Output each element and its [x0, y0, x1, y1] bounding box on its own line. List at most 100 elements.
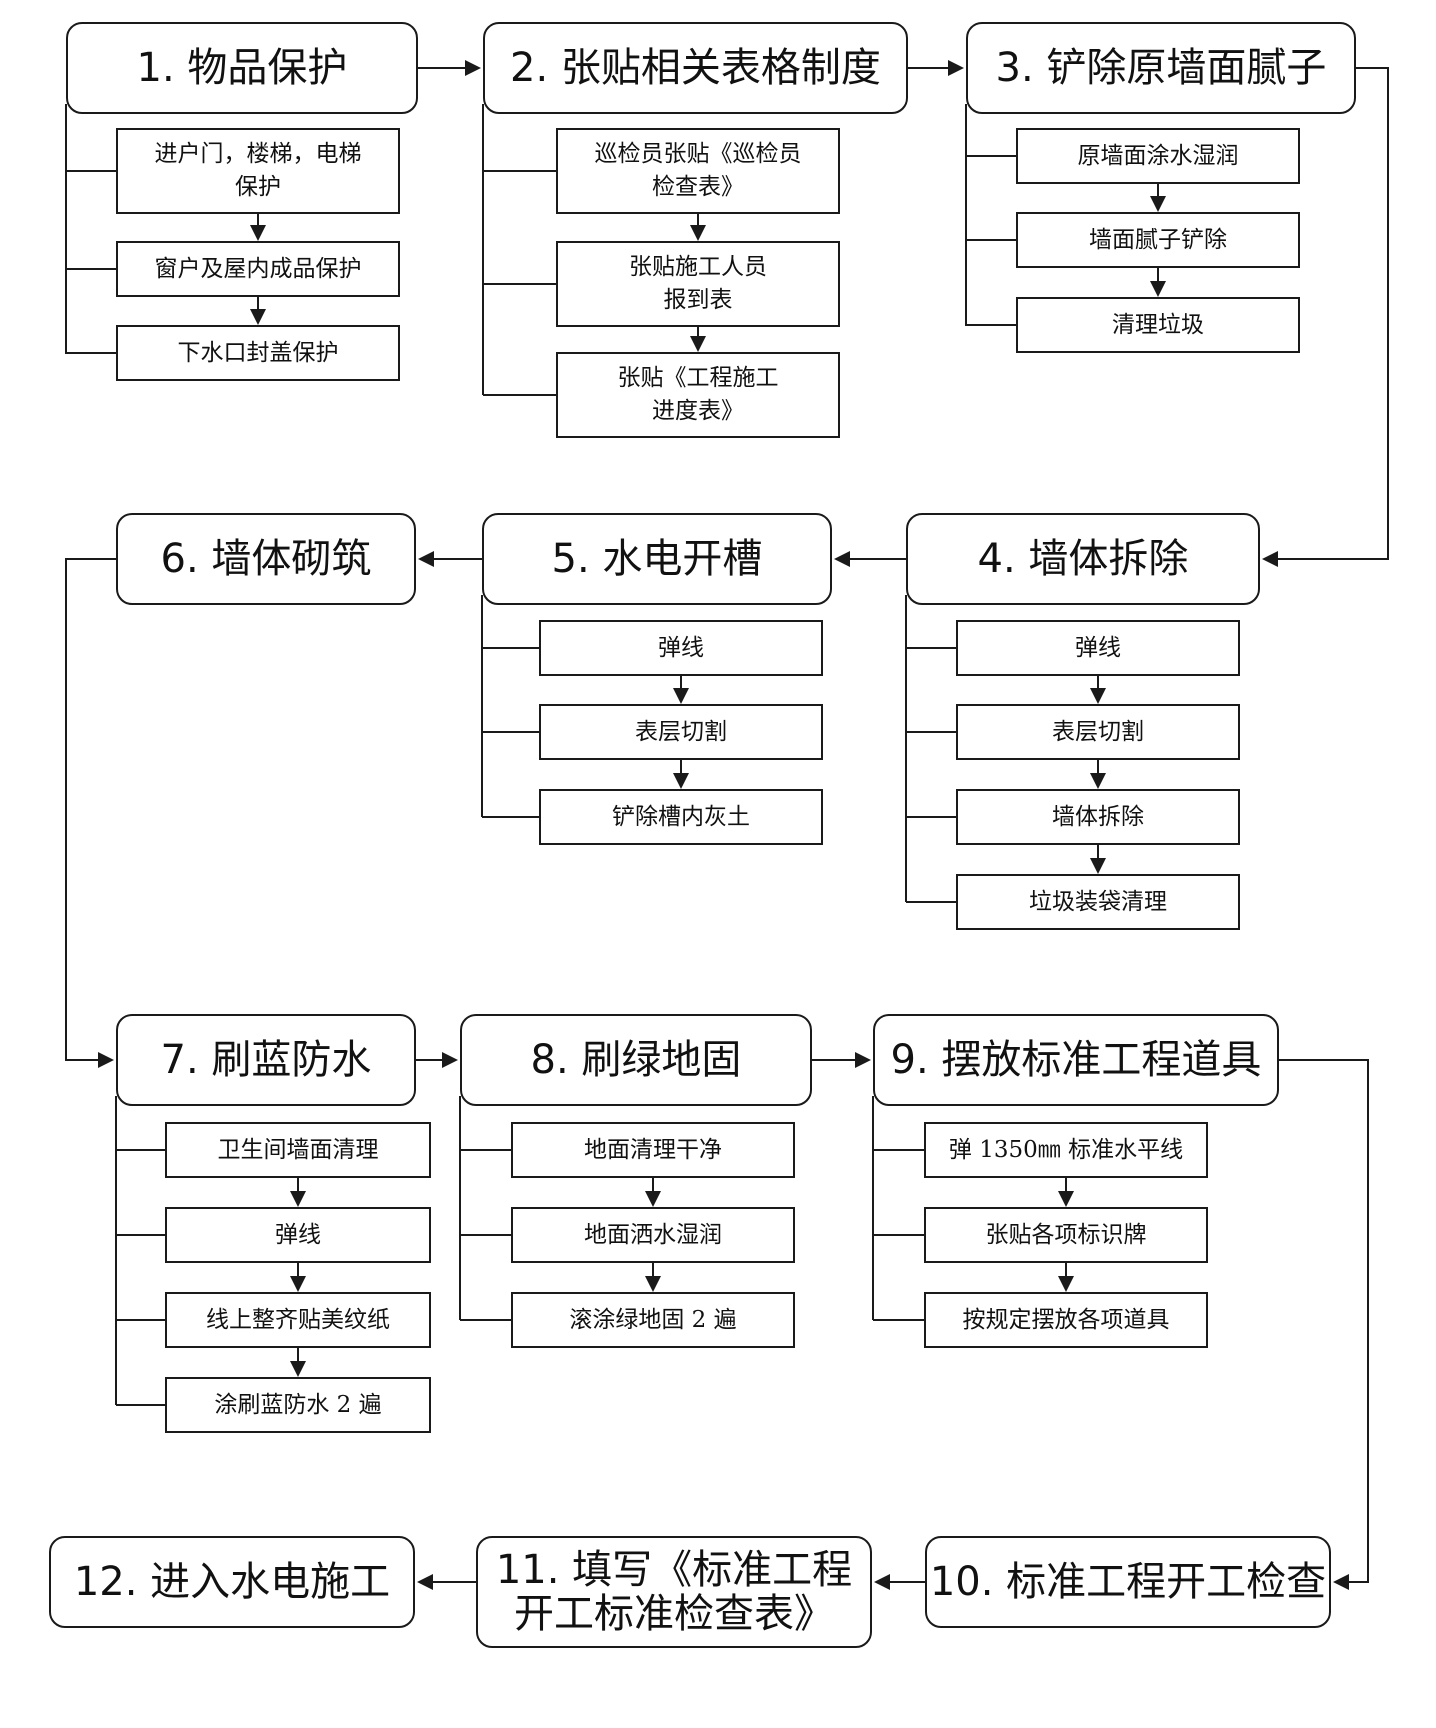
step-2-substep-arrowhead — [690, 225, 706, 241]
step-4-substep-label: 弹线 — [1075, 634, 1121, 661]
step-3-substep-label: 清理垃圾 — [1112, 311, 1204, 338]
step-4-substep-box: 垃圾装袋清理 — [956, 874, 1240, 930]
step-3-substep-label: 原墙面涂水湿润 — [1077, 142, 1239, 169]
step-7-substep-arrowhead — [290, 1191, 306, 1207]
step-2-substep-label: 张贴《工程施工 进度表》 — [617, 365, 779, 424]
step-4-box: 4. 墙体拆除 — [906, 513, 1260, 605]
step-8-substep-arrowhead — [645, 1276, 661, 1292]
step-11-box: 11. 填写《标准工程 开工标准检查表》 — [476, 1536, 872, 1648]
step-1-substep-box: 进户门，楼梯，电梯 保护 — [116, 128, 400, 214]
step-1-substep-label: 窗户及屋内成品保护 — [154, 255, 362, 282]
step-5-title: 5. 水电开槽 — [551, 536, 763, 582]
step-5-substep-label: 弹线 — [658, 634, 704, 661]
step-4-substep-label: 垃圾装袋清理 — [1029, 888, 1167, 915]
step-9-substep-box: 弹 1350㎜ 标准水平线 — [924, 1122, 1208, 1178]
step-8-title: 8. 刷绿地固 — [530, 1037, 742, 1083]
step-1-substep-box: 下水口封盖保护 — [116, 325, 400, 381]
step-3-substep-box: 清理垃圾 — [1016, 297, 1300, 353]
flow-arrowhead-10-11 — [874, 1574, 890, 1590]
flow-arrowhead-3-4 — [1262, 551, 1278, 567]
step-4-substep-box: 弹线 — [956, 620, 1240, 676]
step-3-substep-box: 原墙面涂水湿润 — [1016, 128, 1300, 184]
step-12-title: 12. 进入水电施工 — [73, 1559, 391, 1605]
step-5-substep-box: 铲除槽内灰土 — [539, 789, 823, 845]
step-5-substep-box: 表层切割 — [539, 704, 823, 760]
step-3-substep-box: 墙面腻子铲除 — [1016, 212, 1300, 268]
flow-arrowhead-5-6 — [418, 551, 434, 567]
step-9-substep-box: 按规定摆放各项道具 — [924, 1292, 1208, 1348]
step-8-substep-box: 地面洒水湿润 — [511, 1207, 795, 1263]
step-1-box: 1. 物品保护 — [66, 22, 418, 114]
step-1-substep-arrowhead — [250, 309, 266, 325]
step-9-substep-label: 弹 1350㎜ 标准水平线 — [948, 1136, 1184, 1163]
step-4-title: 4. 墙体拆除 — [977, 536, 1189, 582]
flow-arrowhead-9-10 — [1333, 1574, 1349, 1590]
flow-arrowhead-6-7 — [98, 1052, 114, 1068]
step-7-title: 7. 刷蓝防水 — [160, 1037, 372, 1083]
step-7-substep-label: 线上整齐贴美纹纸 — [206, 1306, 390, 1333]
step-4-substep-label: 墙体拆除 — [1052, 803, 1144, 830]
step-6-box: 6. 墙体砌筑 — [116, 513, 416, 605]
step-7-substep-box: 线上整齐贴美纹纸 — [165, 1292, 431, 1348]
step-7-substep-label: 卫生间墙面清理 — [217, 1136, 379, 1163]
step-8-substep-label: 地面洒水湿润 — [584, 1221, 722, 1248]
step-2-substep-box: 张贴《工程施工 进度表》 — [556, 352, 840, 438]
step-3-substep-label: 墙面腻子铲除 — [1089, 226, 1227, 253]
flow-arrowhead-8-9 — [855, 1052, 871, 1068]
step-10-title: 10. 标准工程开工检查 — [929, 1559, 1327, 1605]
step-5-substep-box: 弹线 — [539, 620, 823, 676]
step-3-title: 3. 铲除原墙面腻子 — [995, 45, 1327, 91]
step-8-substep-box: 地面清理干净 — [511, 1122, 795, 1178]
step-5-substep-arrowhead — [673, 688, 689, 704]
step-1-title: 1. 物品保护 — [136, 45, 348, 91]
step-7-substep-box: 卫生间墙面清理 — [165, 1122, 431, 1178]
step-7-substep-box: 弹线 — [165, 1207, 431, 1263]
step-4-substep-arrowhead — [1090, 773, 1106, 789]
step-2-substep-arrowhead — [690, 336, 706, 352]
flow-arrowhead-4-5 — [834, 551, 850, 567]
flow-arrowhead-7-8 — [442, 1052, 458, 1068]
step-8-substep-arrowhead — [645, 1191, 661, 1207]
flow-arrowhead-1-2 — [465, 60, 481, 76]
step-10-box: 10. 标准工程开工检查 — [925, 1536, 1331, 1628]
step-2-substep-box: 张贴施工人员 报到表 — [556, 241, 840, 327]
step-2-substep-label: 巡检员张贴《巡检员 检查表》 — [594, 141, 802, 200]
step-4-substep-label: 表层切割 — [1052, 718, 1144, 745]
step-9-substep-label: 张贴各项标识牌 — [985, 1221, 1147, 1248]
flow-arrowhead-2-3 — [948, 60, 964, 76]
step-2-substep-box: 巡检员张贴《巡检员 检查表》 — [556, 128, 840, 214]
step-7-substep-label: 弹线 — [275, 1221, 321, 1248]
step-9-substep-box: 张贴各项标识牌 — [924, 1207, 1208, 1263]
step-5-box: 5. 水电开槽 — [482, 513, 832, 605]
step-9-box: 9. 摆放标准工程道具 — [873, 1014, 1279, 1106]
step-7-substep-box: 涂刷蓝防水 2 遍 — [165, 1377, 431, 1433]
step-1-substep-arrowhead — [250, 225, 266, 241]
step-9-title: 9. 摆放标准工程道具 — [890, 1037, 1262, 1083]
step-9-substep-arrowhead — [1058, 1191, 1074, 1207]
step-1-substep-label: 进户门，楼梯，电梯 保护 — [154, 141, 362, 200]
step-6-title: 6. 墙体砌筑 — [160, 536, 372, 582]
step-5-substep-label: 表层切割 — [635, 718, 727, 745]
step-8-substep-label: 地面清理干净 — [584, 1136, 722, 1163]
step-7-substep-arrowhead — [290, 1276, 306, 1292]
step-4-substep-box: 墙体拆除 — [956, 789, 1240, 845]
step-4-substep-box: 表层切割 — [956, 704, 1240, 760]
step-2-substep-label: 张贴施工人员 报到表 — [629, 254, 767, 313]
flow-arrow-9-10 — [1279, 1059, 1369, 1583]
step-7-box: 7. 刷蓝防水 — [116, 1014, 416, 1106]
step-9-substep-label: 按规定摆放各项道具 — [962, 1306, 1170, 1333]
flow-arrowhead-11-12 — [417, 1574, 433, 1590]
step-11-title: 11. 填写《标准工程 开工标准检查表》 — [495, 1547, 853, 1637]
step-8-box: 8. 刷绿地固 — [460, 1014, 812, 1106]
step-3-substep-arrowhead — [1150, 196, 1166, 212]
step-4-substep-arrowhead — [1090, 688, 1106, 704]
step-9-substep-arrowhead — [1058, 1276, 1074, 1292]
step-3-box: 3. 铲除原墙面腻子 — [966, 22, 1356, 114]
step-1-substep-label: 下水口封盖保护 — [177, 339, 339, 366]
step-8-substep-label: 滚涂绿地固 2 遍 — [569, 1306, 737, 1333]
flow-arrow-6-7 — [65, 558, 116, 1061]
step-3-substep-arrowhead — [1150, 281, 1166, 297]
step-7-substep-label: 涂刷蓝防水 2 遍 — [214, 1391, 382, 1418]
